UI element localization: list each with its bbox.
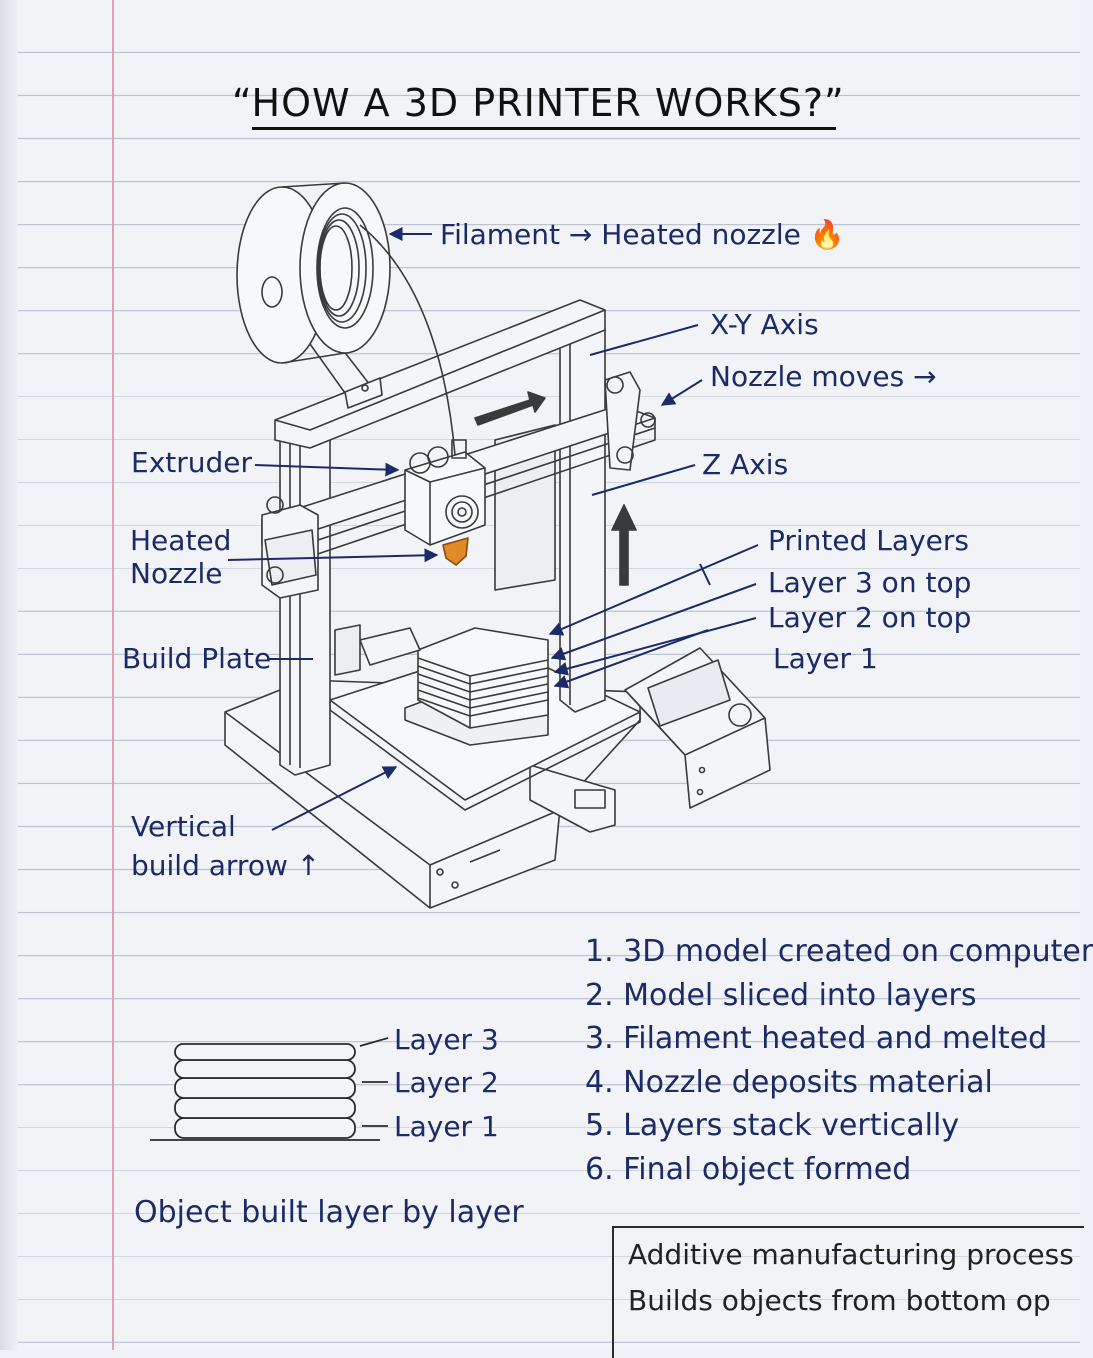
extruder-block [404, 439, 486, 546]
list-item: 6. Final object formed [585, 1151, 912, 1187]
margin-line [112, 0, 114, 1350]
leader-layer1 [553, 629, 709, 689]
label-xy-axis: X-Y Axis [710, 308, 819, 341]
leader-layer2 [553, 617, 757, 676]
label-extruder: Extruder [131, 446, 253, 479]
z-arrow [611, 504, 637, 586]
label-layer1: Layer 1 [773, 642, 878, 675]
filament-spool [236, 182, 391, 364]
title-underline [252, 127, 836, 130]
label-layer2-on-top: Layer 2 on top [768, 601, 972, 634]
list-item: 3. Filament heated and melted [585, 1021, 1048, 1056]
leader-layer3 [550, 583, 757, 661]
label-printed-layers: Printed Layers [768, 524, 969, 557]
leader-vertical [271, 766, 398, 831]
list-item: 1. 3D model created on computer [585, 934, 1093, 969]
y-rail [529, 764, 616, 833]
label-build-plate: Build Plate [122, 642, 272, 675]
stack-label-layer2: Layer 2 [394, 1066, 499, 1099]
list-item: 5. Layers stack vertically [585, 1108, 960, 1143]
list-item: 2. Model sliced into layers [585, 977, 977, 1013]
leader-printed-layers [548, 544, 759, 636]
control-box [624, 647, 771, 809]
printed-object [404, 627, 549, 746]
label-nozzle-moves: Nozzle moves → [710, 360, 937, 393]
leader-nozzle-moves [660, 379, 703, 406]
stack-caption: Object built layer by layer [134, 1195, 524, 1230]
stack-label-layer1: Layer 1 [394, 1110, 499, 1143]
direction-arrow [474, 391, 546, 426]
leader-z [591, 464, 696, 496]
summary-line-1: Additive manufacturing process [628, 1238, 1074, 1271]
label-build-arrow: build arrow ↑ [131, 849, 321, 882]
layer-stack [150, 1037, 389, 1141]
label-filament: Filament → Heated nozzle 🔥 [440, 218, 845, 251]
label-layer3-on-top: Layer 3 on top [768, 566, 972, 599]
summary-line-2: Builds objects from bottom op [628, 1284, 1051, 1317]
list-item: 4. Nozzle deposits material [585, 1064, 993, 1100]
label-z-axis: Z Axis [702, 448, 789, 481]
nozzle-tip [442, 537, 469, 566]
filament-line [359, 224, 456, 456]
label-vertical: Vertical [131, 810, 236, 843]
frame-top [274, 299, 606, 449]
stack-label-layer3: Layer 3 [394, 1023, 499, 1056]
spiral-edge [0, 0, 18, 1350]
leader-xy [589, 324, 699, 356]
summary-box: Additive manufacturing process Builds ob… [612, 1226, 1084, 1358]
z-carriage [261, 496, 319, 599]
leader-extruder [254, 462, 400, 477]
steps-list: 1. 3D model created on computer 2. Model… [585, 930, 1093, 1191]
page-title: “HOW A 3D PRINTER WORKS?” [232, 81, 845, 125]
label-heated: Heated [130, 524, 232, 557]
label-nozzle: Nozzle [130, 557, 223, 590]
leader-heated-nozzle [227, 548, 439, 563]
